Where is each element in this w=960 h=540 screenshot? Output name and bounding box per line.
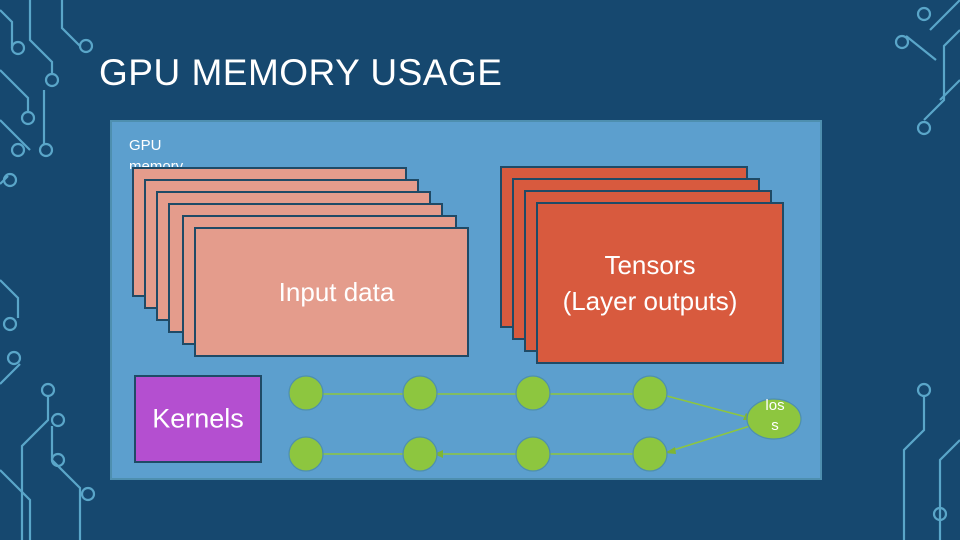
forward-node-2 — [402, 375, 438, 411]
forward-node-4 — [632, 375, 668, 411]
input-data-label: Input data — [278, 277, 395, 307]
network-graph — [288, 375, 802, 472]
tensors-label-line2: (Layer outputs) — [562, 286, 738, 316]
loss-label: los s — [750, 396, 800, 436]
input-data-block: Input data — [194, 227, 469, 357]
slide-title: GPU MEMORY USAGE — [99, 52, 503, 93]
backward-arrowhead-2 — [434, 450, 443, 458]
forward-edge-4 — [666, 395, 751, 419]
kernels-block: Kernels — [134, 375, 262, 463]
loss-label-line2: s — [771, 417, 779, 434]
backward-node-1 — [288, 436, 324, 472]
tensors-label-line1: Tensors — [604, 250, 696, 280]
forward-node-1 — [288, 375, 324, 411]
backward-node-3 — [515, 436, 551, 472]
backward-arrowhead — [665, 447, 676, 454]
kernels-label: Kernels — [152, 403, 244, 434]
backward-node-2 — [402, 436, 438, 472]
loss-node — [746, 398, 802, 440]
backward-edge-1 — [666, 425, 751, 453]
tensors-label: Tensors (Layer outputs) — [518, 247, 782, 319]
gpu-memory-box: GPU memory Input data Tensors (Layer out… — [110, 120, 822, 480]
loss-label-line1: los — [765, 397, 785, 414]
backward-node-4 — [632, 436, 668, 472]
gpu-memory-label: GPU memory — [129, 137, 184, 169]
forward-node-3 — [515, 375, 551, 411]
tensor-block: Tensors (Layer outputs) — [536, 202, 784, 364]
